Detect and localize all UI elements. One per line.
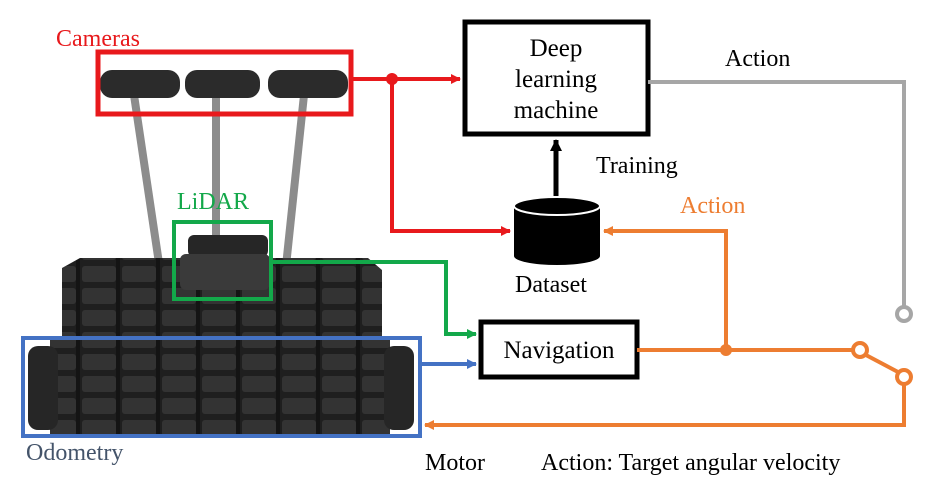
lidar-sensor-body: [180, 254, 270, 290]
camera-pole-left: [130, 94, 164, 271]
camera-connections: [351, 73, 511, 236]
switch-terminal-output: [895, 368, 913, 386]
dl-action-line: [648, 80, 906, 307]
cameras-label: Cameras: [56, 26, 140, 52]
lidar-sensor-top: [188, 235, 268, 257]
switch-symbol: [851, 305, 913, 386]
dl-label-line3: machine: [514, 97, 599, 124]
camera-right: [268, 70, 348, 98]
action-top-label: Action: [725, 46, 790, 72]
switch-terminal-input: [851, 341, 869, 359]
lidar-label: LiDAR: [177, 189, 249, 215]
action-to-dataset-arrow: [603, 226, 728, 350]
dataset-label: Dataset: [515, 272, 587, 298]
action-bottom-label: Action: Target angular velocity: [541, 450, 840, 476]
switch-to-motor-arrow: [424, 383, 906, 430]
camera-junction-dot: [386, 73, 398, 85]
camera-to-dataset-arrow: [390, 79, 511, 236]
database-cylinder-icon: [513, 196, 601, 265]
camera-center: [185, 70, 260, 98]
action-mid-label: Action: [680, 193, 745, 219]
robot-illustration: [28, 70, 414, 434]
navigation-label: Navigation: [503, 337, 615, 364]
camera-pole-right: [282, 94, 308, 267]
camera-left: [100, 70, 180, 98]
action-connections: [424, 226, 906, 430]
odometry-frame: [21, 336, 422, 438]
deep-learning-box: [462, 19, 651, 137]
action-junction-dot: [720, 344, 732, 356]
wheel-left: [28, 346, 58, 430]
dl-label-line2: learning: [515, 66, 597, 93]
odometry-label: Odometry: [26, 440, 123, 466]
training-label: Training: [596, 153, 678, 179]
wheel-right: [384, 346, 414, 430]
motor-label: Motor: [425, 450, 485, 476]
switch-terminal-dl: [895, 305, 913, 323]
switch-lever: [863, 352, 899, 374]
robot-lower-body: [50, 336, 390, 434]
dl-label-line1: Deep: [530, 35, 583, 62]
cameras-frame: [95, 49, 354, 117]
lidar-to-navigation-arrow: [271, 260, 477, 339]
